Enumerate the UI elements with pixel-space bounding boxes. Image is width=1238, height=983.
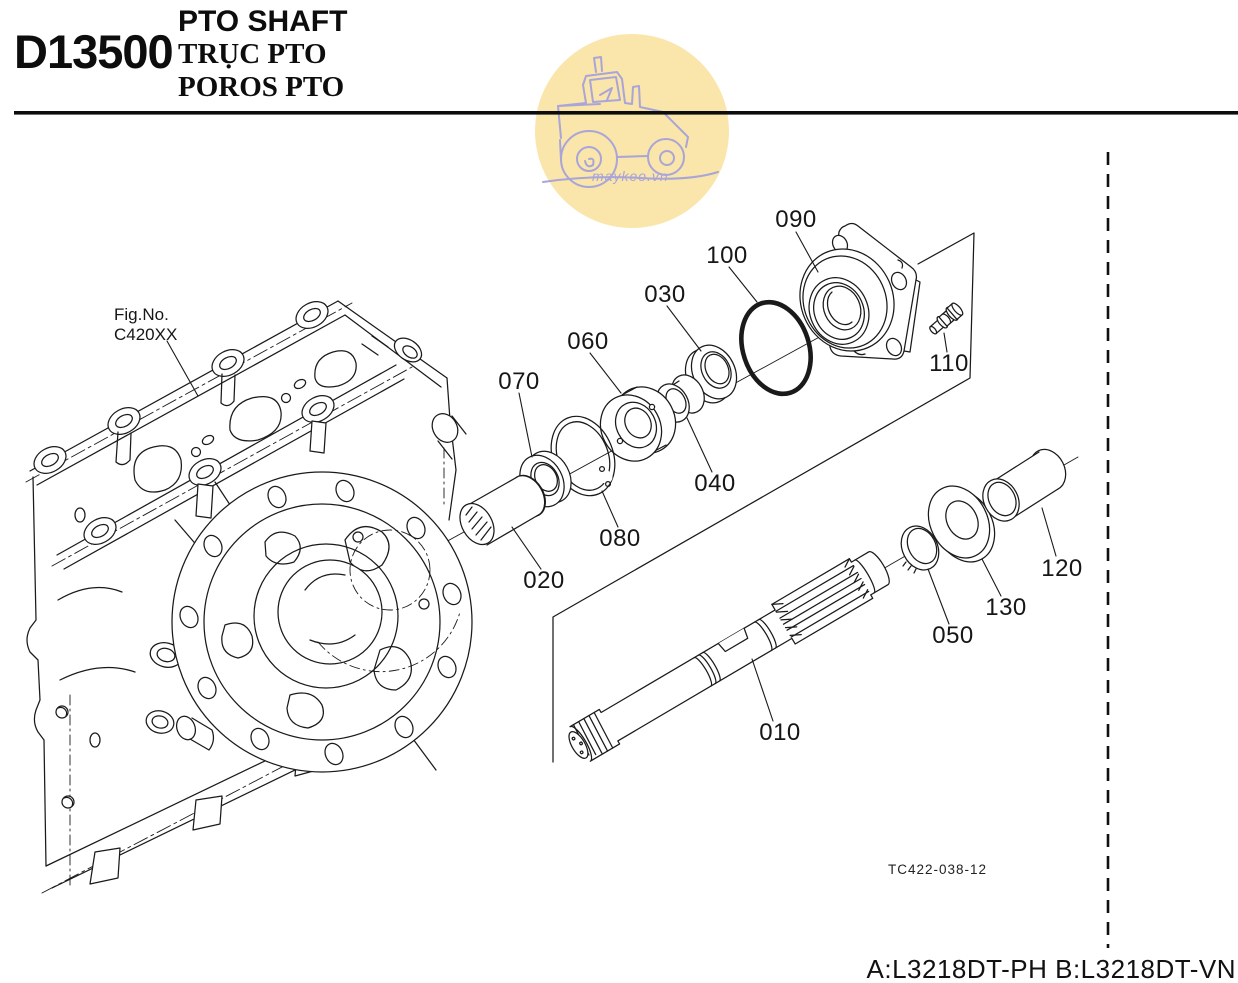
leader-070 xyxy=(518,392,533,458)
part-120-cover xyxy=(982,448,1067,522)
frame-plane xyxy=(552,232,975,763)
drawing-code: TC422-038-12 xyxy=(888,862,987,877)
leader-090 xyxy=(795,231,819,273)
part-100-o-ring xyxy=(739,299,813,397)
callout-130: 130 xyxy=(985,594,1027,621)
watermark-logo: maykeo.vn xyxy=(535,34,729,228)
housing-case xyxy=(25,289,906,894)
section-code: D13500 xyxy=(14,25,174,78)
leader-100 xyxy=(728,266,758,303)
callout-060: 060 xyxy=(567,328,609,355)
callout-070: 070 xyxy=(498,368,540,395)
header-divider xyxy=(14,111,1238,115)
callout-100: 100 xyxy=(706,242,748,269)
callout-010: 010 xyxy=(759,719,801,746)
part-050-seal xyxy=(900,525,940,574)
part-110-joint xyxy=(929,302,964,335)
callout-110: 110 xyxy=(929,350,969,377)
callout-020: 020 xyxy=(523,567,565,594)
tractor-icon xyxy=(542,56,719,188)
part-020-collar xyxy=(459,474,546,546)
part-130-washer xyxy=(927,485,996,563)
callout-080: 080 xyxy=(599,525,641,552)
callout-030: 030 xyxy=(644,281,686,308)
callout-120: 120 xyxy=(1041,555,1083,582)
fig-no-label: Fig.No. xyxy=(114,305,169,324)
leader-120 xyxy=(1041,507,1057,557)
page-title-en: PTO SHAFT xyxy=(178,5,348,38)
leader-lines xyxy=(166,231,1057,722)
part-090-bearing-case xyxy=(799,222,921,360)
callout-090: 090 xyxy=(775,206,817,233)
callout-050: 050 xyxy=(932,622,974,649)
leader-080 xyxy=(601,490,619,528)
footer-models: A:L3218DT-PH B:L3218DT-VN xyxy=(866,954,1236,983)
watermark-text: maykeo.vn xyxy=(592,168,669,184)
leader-050 xyxy=(927,568,950,625)
leader-020 xyxy=(511,526,542,570)
leader-040 xyxy=(686,417,713,473)
leader-030 xyxy=(666,305,702,352)
leader-130 xyxy=(981,558,1002,597)
leader-fig-no xyxy=(166,340,199,397)
part-010-shaft xyxy=(568,551,890,762)
part-060-bearing xyxy=(599,386,677,462)
leader-010 xyxy=(751,658,774,722)
page-title-id: POROS PTO xyxy=(178,71,345,103)
fig-no-value: C420XX xyxy=(114,325,177,344)
page-title-vi: TRỤC PTO xyxy=(178,38,327,70)
leader-060 xyxy=(589,352,622,394)
callout-040: 040 xyxy=(694,470,736,497)
leader-110 xyxy=(943,332,948,353)
